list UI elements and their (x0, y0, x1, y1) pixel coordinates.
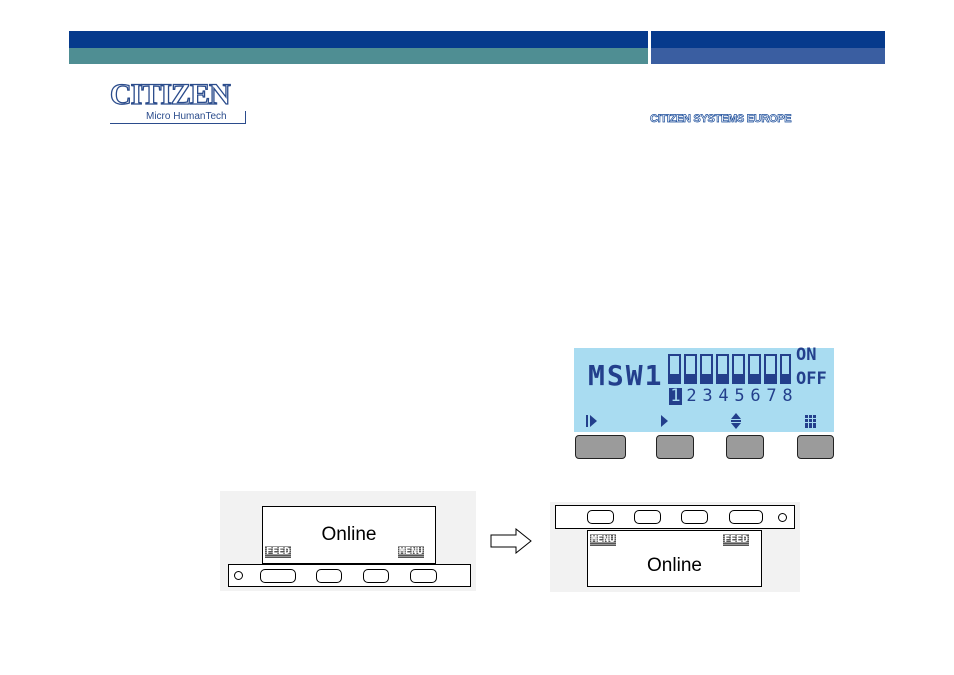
switch-number-5: 5 (734, 386, 745, 406)
after-led-indicator (778, 513, 787, 522)
logo-subtitle: Micro HumanTech (146, 111, 227, 122)
citizen-logo: CITIZEN (109, 78, 231, 111)
up-down-icon (731, 413, 741, 429)
before-feed-label: FEED (265, 546, 292, 558)
logo-underline-tick (245, 111, 246, 124)
lcd-off-label: OFF (796, 369, 827, 389)
after-menu-label: MENU (590, 534, 617, 546)
switch-number-3: 3 (702, 386, 713, 406)
after-feed-label: FEED (723, 534, 750, 546)
dip-switch-graphic (668, 354, 791, 384)
switch-number-7: 7 (766, 386, 777, 406)
switch-number-2: 2 (686, 386, 697, 406)
after-key-4-button[interactable] (729, 510, 763, 524)
block-icon (805, 415, 816, 428)
play-icon (586, 415, 597, 427)
soft-key-2-button[interactable] (656, 435, 694, 459)
company-name: CITIZEN SYSTEMS EUROPE (650, 113, 792, 126)
after-display-text: Online (647, 555, 702, 576)
before-led-indicator (234, 571, 243, 580)
before-key-1-button[interactable] (260, 569, 296, 583)
soft-key-3-button[interactable] (726, 435, 764, 459)
soft-key-1-button[interactable] (575, 435, 626, 459)
after-key-3-button[interactable] (681, 510, 708, 524)
header-bar-blue-right (651, 48, 885, 64)
switch-number-6: 6 (750, 386, 761, 406)
switch-number-1: 1 (669, 386, 682, 406)
before-display-text: Online (321, 524, 377, 545)
header-bar-teal (69, 48, 648, 64)
header-bar-dark-right (651, 31, 885, 48)
soft-key-4-button[interactable] (797, 435, 834, 459)
switch-number-4: 4 (718, 386, 729, 406)
switch-number-8: 8 (782, 386, 793, 406)
before-key-4-button[interactable] (410, 569, 437, 583)
before-menu-label: MENU (398, 546, 425, 558)
lcd-title: MSW1 (588, 359, 664, 392)
right-arrow-transition-icon (490, 528, 532, 554)
right-arrow-icon (661, 415, 668, 427)
after-key-1-button[interactable] (587, 510, 614, 524)
before-key-3-button[interactable] (363, 569, 389, 583)
lcd-on-label: ON (796, 345, 817, 365)
before-key-2-button[interactable] (316, 569, 342, 583)
after-key-2-button[interactable] (634, 510, 661, 524)
header-bar-dark (69, 31, 648, 48)
logo-underline (110, 123, 246, 124)
